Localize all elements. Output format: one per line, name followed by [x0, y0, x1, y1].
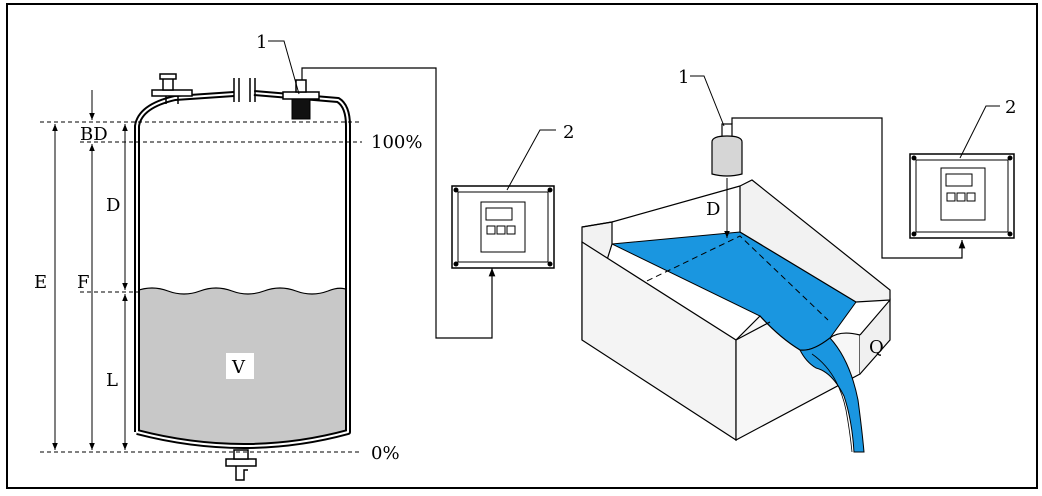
figure-frame: [6, 3, 1038, 489]
callout-leader-transmitter-channel: [959, 105, 1000, 159]
callout-2-channel: 2: [1005, 97, 1016, 118]
tank-reference-lines: [40, 121, 362, 453]
liquid-surface: [135, 287, 349, 295]
label-bd: BD: [80, 124, 108, 145]
callout-1-channel: 1: [678, 67, 689, 88]
tank: [134, 73, 351, 481]
transmitter-channel: [909, 153, 1015, 239]
channel-sensor: [711, 123, 743, 177]
channel: [581, 179, 891, 453]
cable-channel: [731, 117, 966, 259]
label-v: V: [231, 357, 246, 378]
callout-leader-sensor-tank: [268, 40, 300, 95]
label-q: Q: [869, 337, 884, 358]
callout-1-tank: 1: [256, 32, 267, 53]
callout-leader-transmitter-tank: [506, 129, 556, 191]
tank-outlet: [225, 449, 257, 481]
label-100-percent: 100%: [371, 132, 422, 153]
label-e: E: [34, 272, 47, 293]
outflow-stream: [799, 337, 865, 453]
tank-dimensions: [52, 90, 128, 450]
transmitter-tank: [451, 185, 555, 269]
tank-flange-left: [151, 73, 193, 104]
tank-sensor: [282, 79, 320, 120]
tank-nozzle-top: [233, 78, 256, 102]
cable-tank: [301, 67, 496, 339]
label-d-tank: D: [106, 195, 120, 216]
callout-leader-sensor-channel: [690, 75, 725, 127]
callout-2-tank: 2: [563, 122, 574, 143]
label-l: L: [106, 370, 118, 391]
label-f: F: [77, 272, 90, 293]
volume-label-box: [226, 353, 254, 379]
label-0-percent: 0%: [371, 443, 400, 464]
label-d-channel: D: [706, 199, 720, 220]
channel-hidden-edges: [619, 235, 829, 321]
